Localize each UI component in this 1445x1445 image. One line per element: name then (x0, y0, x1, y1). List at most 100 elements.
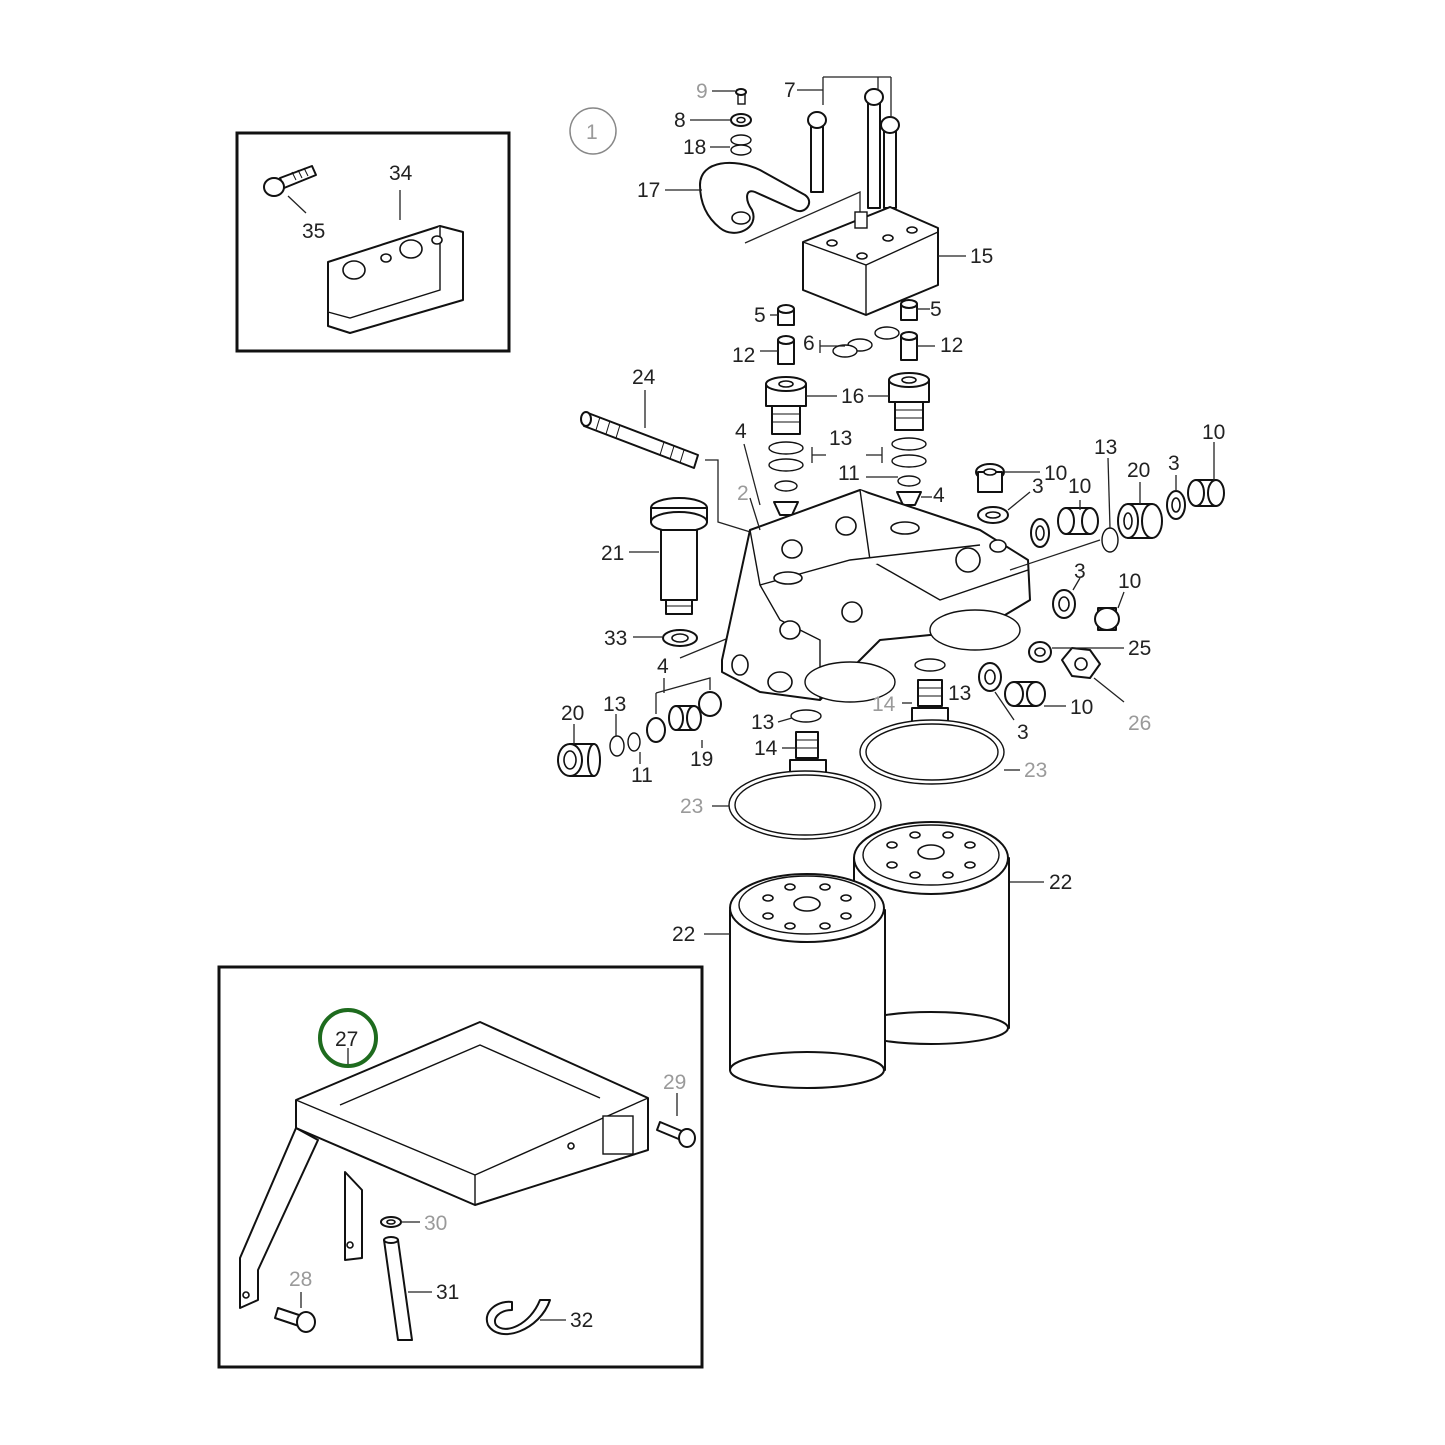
plug-part-10-top[interactable] (975, 463, 1005, 493)
washer-part-3-right[interactable] (1166, 490, 1186, 520)
washer-part-33[interactable] (662, 629, 698, 647)
bolt-part-29[interactable] (656, 1121, 696, 1148)
callout-26: 26 (1128, 712, 1151, 735)
callout-17: 17 (637, 179, 660, 202)
hose-part-31[interactable] (383, 1236, 413, 1341)
nut-part-26[interactable] (1061, 647, 1101, 679)
view-marker-label: 1 (586, 121, 598, 144)
plug-part-10-lower[interactable] (1094, 607, 1120, 631)
filter-cartridge-part-22-front[interactable] (729, 873, 886, 1089)
screw-part-9[interactable] (735, 88, 747, 105)
seal-part-23-left[interactable] (728, 770, 882, 840)
o-ring-part-13-spigot-right[interactable] (914, 658, 946, 672)
callout-10-mid: 10 (1068, 475, 1091, 498)
plug-part-10-bottom[interactable] (1004, 681, 1046, 707)
o-rings-part-13-right[interactable] (891, 437, 927, 468)
o-rings-part-13-left[interactable] (768, 441, 804, 472)
callout-13-spigot-right: 13 (948, 682, 971, 705)
callout-4-right: 4 (933, 484, 945, 507)
callout-13-spigot-left: 13 (751, 711, 774, 734)
washer-part-3-bottom[interactable] (978, 662, 1002, 692)
inset-drip-tray: 27 29 28 30 31 32 (217, 965, 704, 1369)
callout-14-right: 14 (872, 693, 896, 716)
callout-4-left-port: 4 (657, 655, 669, 678)
callout-23-right: 23 (1024, 759, 1047, 782)
plate-part-34[interactable] (327, 225, 464, 334)
o-ring-part-11-left[interactable] (774, 480, 798, 492)
callout-10-bottom: 10 (1070, 696, 1093, 719)
bracket-part-17[interactable] (699, 161, 811, 234)
poppet-part-4-right[interactable] (896, 491, 922, 506)
inset-frame-bottom (217, 965, 704, 1369)
o-ring-part-13-left[interactable] (609, 735, 625, 757)
callout-3-top: 3 (1032, 475, 1044, 498)
o-rings-part-6[interactable] (832, 326, 900, 358)
callout-22-rear: 22 (1049, 871, 1072, 894)
callout-35: 35 (302, 220, 325, 243)
plug-part-10-right[interactable] (1187, 479, 1225, 507)
screw-part-7[interactable] (807, 88, 900, 209)
callout-3-lower: 3 (1074, 560, 1086, 583)
plug-part-10-mid[interactable] (1057, 507, 1099, 535)
callout-22-front: 22 (672, 923, 695, 946)
washer-part-25[interactable] (1028, 641, 1052, 663)
callout-28: 28 (289, 1268, 312, 1291)
callout-8: 8 (674, 109, 686, 132)
callout-20-left: 20 (561, 702, 584, 725)
callout-9: 9 (696, 80, 708, 103)
callout-3-bottom: 3 (1017, 721, 1029, 744)
bolt-part-28[interactable] (274, 1307, 316, 1333)
right-port-fittings: 10 3 (975, 421, 1225, 744)
clip-part-32[interactable] (485, 1299, 551, 1336)
view-marker: 1 (569, 107, 617, 155)
tray-part-27[interactable] (239, 1021, 649, 1309)
highlight-marker-27[interactable]: 27 (318, 1008, 378, 1068)
callout-5-right: 5 (930, 298, 942, 321)
pin-part-21[interactable] (650, 497, 708, 615)
seal-part-23-right[interactable] (859, 719, 1005, 785)
clamp-part-30[interactable] (380, 1216, 402, 1228)
filter-housing-part-2[interactable] (721, 489, 1031, 703)
washer-part-3-lower[interactable] (1052, 589, 1076, 619)
callout-7: 7 (784, 79, 796, 102)
callout-13-right: 13 (1094, 436, 1117, 459)
spring-washer-part-18[interactable] (730, 134, 752, 156)
valve-part-16-right[interactable] (888, 372, 930, 431)
callout-13-valves: 13 (829, 427, 852, 450)
callout-18: 18 (683, 136, 706, 159)
fitting-part-12-left[interactable] (777, 335, 795, 365)
callout-11-left: 11 (631, 764, 653, 787)
filter-cartridge-part-22-rear[interactable] (853, 821, 1010, 1045)
stud-part-24[interactable] (580, 411, 699, 469)
left-port-fittings: 20 13 11 19 4 (557, 655, 722, 787)
fitting-part-20-left[interactable] (557, 743, 601, 777)
fitting-part-12-right[interactable] (900, 331, 918, 361)
o-ring-part-13-spigot-left[interactable] (790, 709, 822, 723)
callout-23-left: 23 (680, 795, 703, 818)
washer-part-3-top[interactable] (977, 506, 1009, 524)
bolt-part-35[interactable] (263, 165, 317, 197)
callout-13-left: 13 (603, 693, 626, 716)
filter-spigots: 13 14 23 13 14 23 (680, 658, 1047, 840)
nipple-part-5-right[interactable] (900, 299, 918, 321)
valve-part-16-left[interactable] (765, 376, 807, 435)
callout-32: 32 (570, 1309, 593, 1332)
o-ring-part-11-right[interactable] (897, 475, 921, 487)
callout-15: 15 (970, 245, 993, 268)
callout-33: 33 (604, 627, 627, 650)
callout-5-left: 5 (754, 304, 766, 327)
valve-part-19[interactable] (668, 705, 702, 731)
o-ring-part-13-right[interactable] (1101, 527, 1119, 553)
o-ring-part-11-left[interactable] (627, 732, 641, 752)
callout-30: 30 (424, 1212, 447, 1235)
poppet-part-4-left-port[interactable] (646, 691, 722, 743)
washer-part-8[interactable] (730, 113, 752, 127)
fitting-part-20-right[interactable] (1117, 503, 1163, 539)
callout-31: 31 (436, 1281, 459, 1304)
callout-21: 21 (601, 542, 624, 565)
washer-part-3-mid[interactable] (1030, 518, 1050, 548)
callout-27: 27 (335, 1028, 358, 1051)
nipple-part-5-left[interactable] (777, 304, 795, 326)
valve-block-part-15[interactable] (802, 206, 939, 316)
callout-34: 34 (389, 162, 413, 185)
